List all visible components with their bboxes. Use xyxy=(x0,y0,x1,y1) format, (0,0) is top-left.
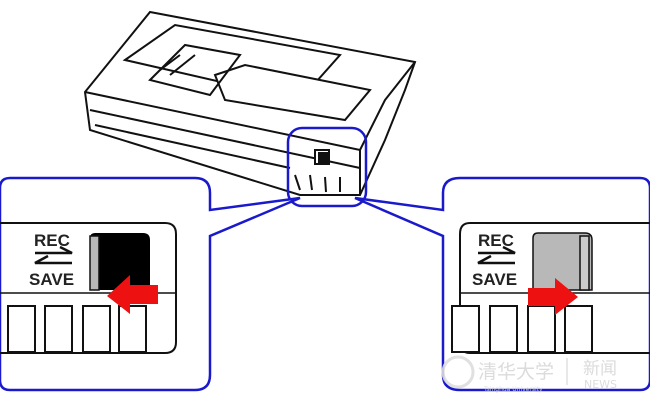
right-arrow-icon xyxy=(528,278,578,315)
right-callout: REC SAVE xyxy=(354,176,650,392)
save-label: SAVE xyxy=(472,270,517,289)
rec-label: REC xyxy=(34,231,70,250)
watermark-chinese-name: 清华大学 xyxy=(478,361,554,383)
write-protect-tab-save xyxy=(90,233,150,290)
write-protect-tab-rec xyxy=(532,232,593,291)
watermark-english-name: Tsinghua University xyxy=(483,386,543,393)
university-seal-icon xyxy=(441,355,475,389)
highlight-box xyxy=(286,126,368,208)
left-callout: REC SAVE xyxy=(0,176,301,392)
watermark: 清华大学 Tsinghua University 新闻 NEWS xyxy=(441,355,617,393)
watermark-news-cn: 新闻 xyxy=(583,359,617,379)
rec-label: REC xyxy=(478,231,514,250)
cassette-illustration xyxy=(83,10,417,196)
left-arrow-icon xyxy=(107,275,158,314)
save-label: SAVE xyxy=(29,270,74,289)
watermark-news-en: NEWS xyxy=(584,378,617,391)
